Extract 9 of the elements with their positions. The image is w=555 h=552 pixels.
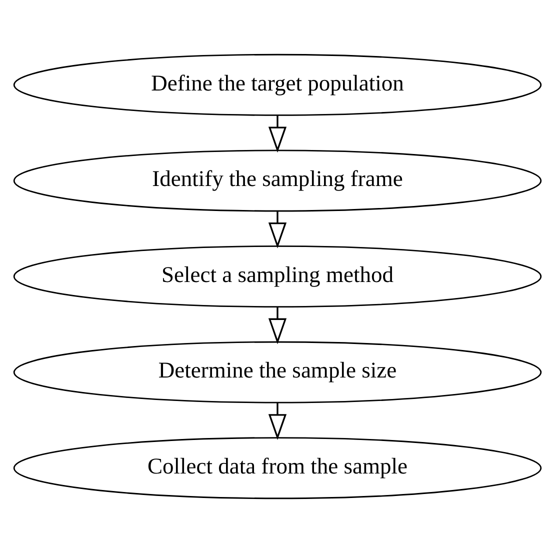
node-ellipse: Collect data from the sample [13, 436, 542, 499]
node-ellipse: Determine the sample size [13, 340, 542, 403]
arrow [268, 210, 287, 248]
arrow [268, 402, 287, 440]
arrow [268, 114, 287, 152]
node-ellipse: Identify the sampling frame [13, 149, 542, 212]
node-ellipse: Define the target population [13, 53, 542, 116]
node-ellipse: Select a sampling method [13, 245, 542, 307]
arrow [268, 306, 287, 344]
